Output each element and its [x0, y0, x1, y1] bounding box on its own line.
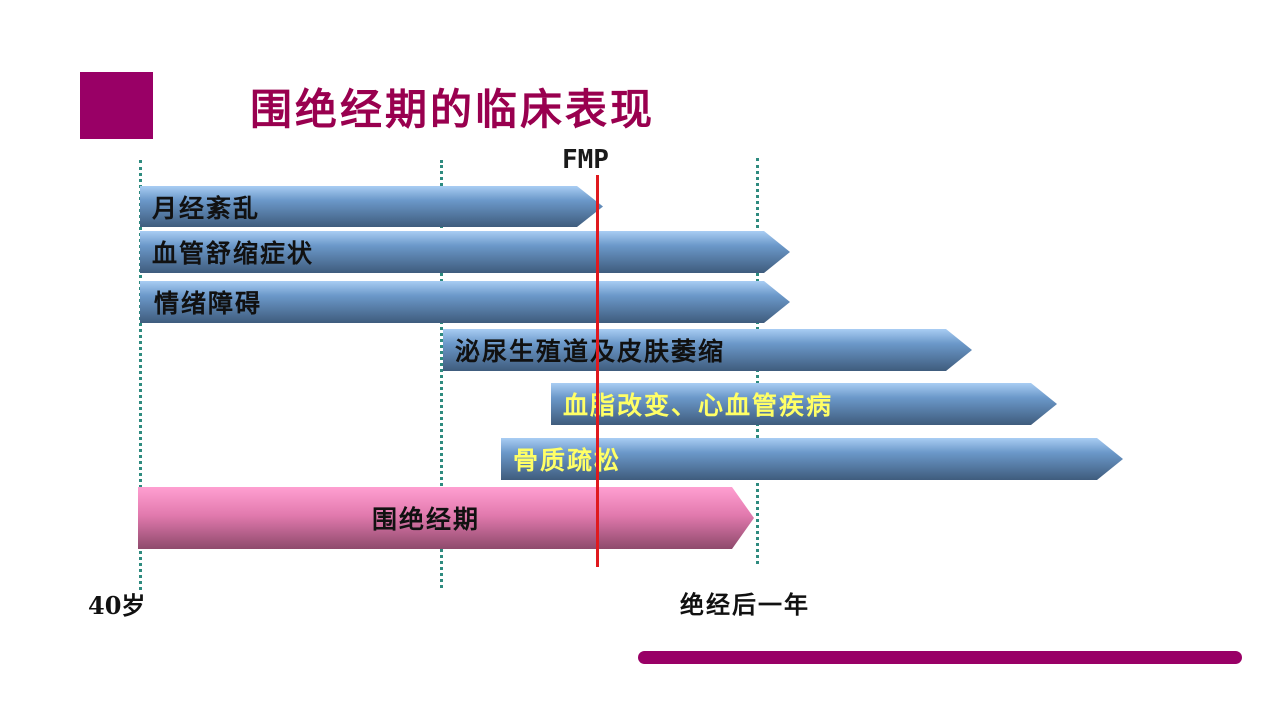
bar-perimenopause-period: 围绝经期 [138, 487, 754, 549]
axis-end-label: 绝经后一年 [680, 590, 810, 619]
accent-square [80, 72, 153, 139]
bar-label: 泌尿生殖道及皮肤萎缩 [455, 337, 726, 366]
bar-lipid-cardiovascular: 血脂改变、心血管疾病 [551, 383, 1057, 425]
bar-label: 围绝经期 [371, 505, 480, 534]
bar-urogenital-atrophy: 泌尿生殖道及皮肤萎缩 [443, 329, 972, 371]
bar-label: 情绪障碍 [154, 289, 263, 318]
guide-line-40 [139, 160, 142, 590]
bar-label: 月经紊乱 [152, 193, 261, 223]
bottom-accent-rule [638, 651, 1242, 664]
guide-line-mid [440, 160, 443, 588]
page-title: 围绝经期的临床表现 [250, 85, 656, 134]
bar-menstrual-disorder: 月经紊乱 [140, 186, 603, 227]
axis-start-label: 40岁 [88, 591, 146, 620]
bar-mood-disorder: 情绪障碍 [140, 281, 790, 323]
bar-vasomotor-symptoms: 血管舒缩症状 [140, 231, 790, 273]
bar-label: 血脂改变、心血管疾病 [563, 391, 834, 420]
bar-label: 骨质疏松 [513, 446, 622, 475]
fmp-label: FMP [562, 145, 609, 175]
fmp-marker-line [596, 175, 599, 567]
bar-label: 血管舒缩症状 [152, 239, 315, 268]
bar-osteoporosis: 骨质疏松 [501, 438, 1123, 480]
